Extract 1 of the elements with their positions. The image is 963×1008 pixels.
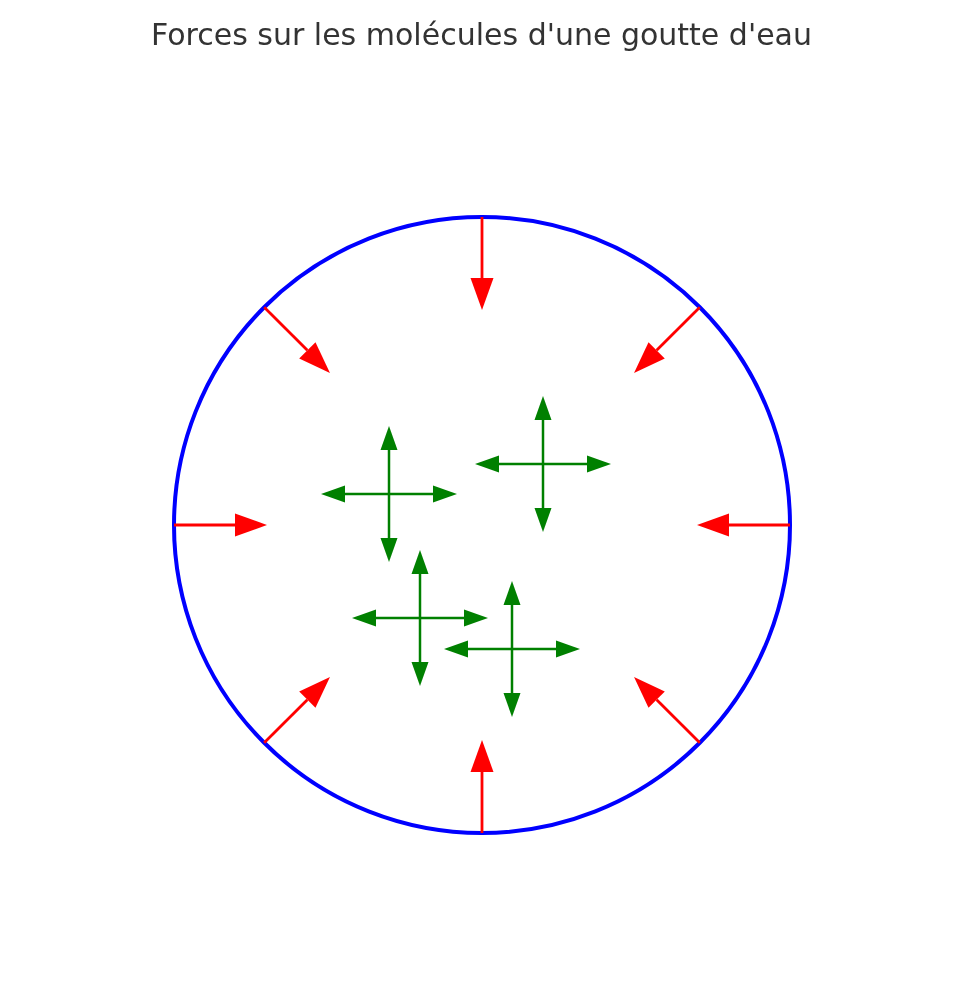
diagram-title: Forces sur les molécules d'une goutte d'eau <box>151 16 812 54</box>
